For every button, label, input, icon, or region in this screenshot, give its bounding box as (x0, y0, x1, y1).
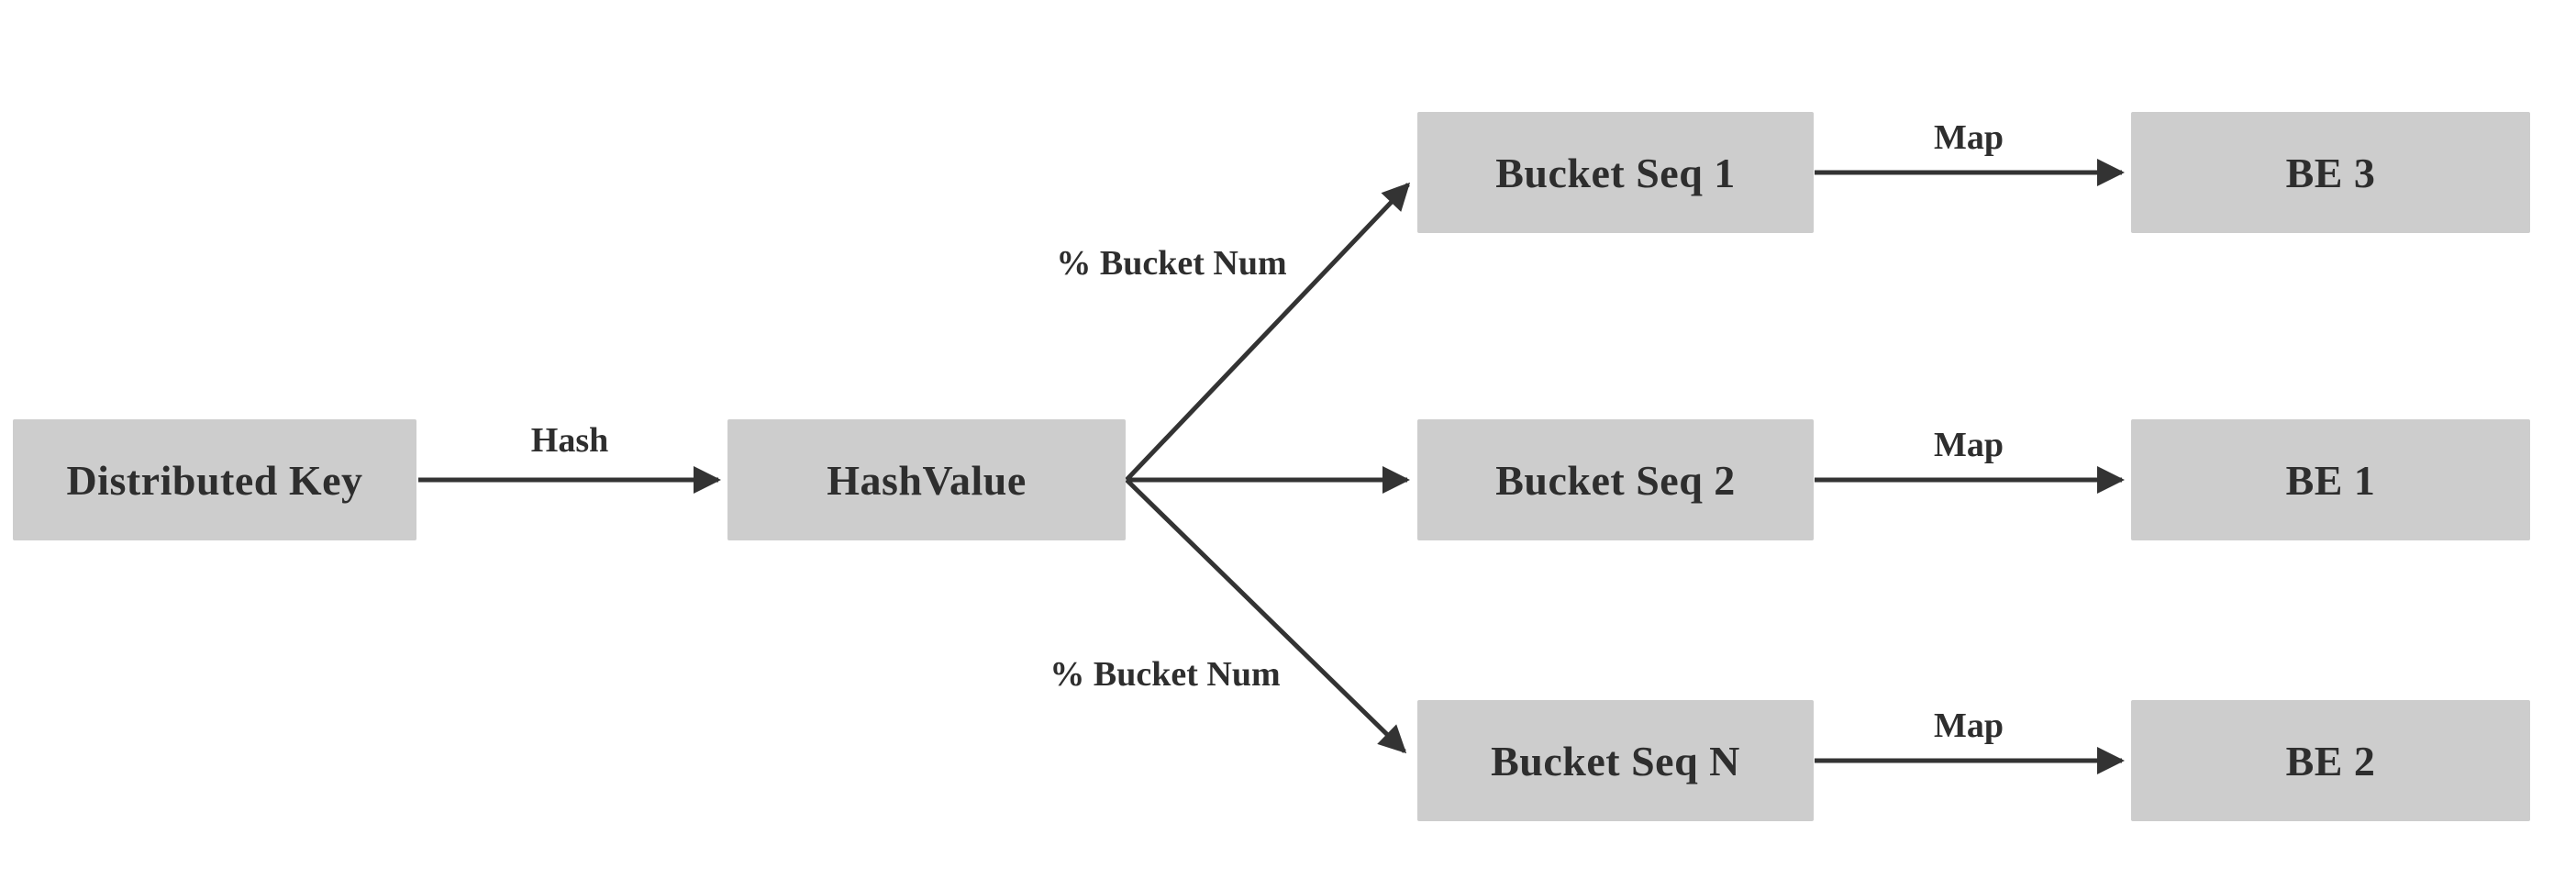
node-bucket-seq-n: Bucket Seq N (1417, 700, 1814, 821)
mod-bucket-num-label-bottom: % Bucket Num (1049, 655, 1281, 694)
map-edge-label-middle: Map (1934, 426, 2004, 464)
node-be-2: BE 2 (2131, 700, 2530, 821)
node-bucket-seq-1: Bucket Seq 1 (1417, 112, 1814, 233)
node-be-3: BE 3 (2131, 112, 2530, 233)
branch-arrow-top (1125, 182, 1411, 482)
hash-edge-label: Hash (530, 421, 609, 460)
node-bucket-seq-2: Bucket Seq 2 (1417, 419, 1814, 540)
node-hash-value: HashValue (727, 419, 1126, 540)
map-edge-label-bottom: Map (1934, 707, 2004, 745)
mod-bucket-num-label-top: % Bucket Num (1056, 244, 1287, 283)
branch-arrow-bottom (1125, 478, 1407, 754)
node-be-1: BE 1 (2131, 419, 2530, 540)
node-distributed-key: Distributed Key (13, 419, 416, 540)
map-edge-label-top: Map (1934, 118, 2004, 157)
